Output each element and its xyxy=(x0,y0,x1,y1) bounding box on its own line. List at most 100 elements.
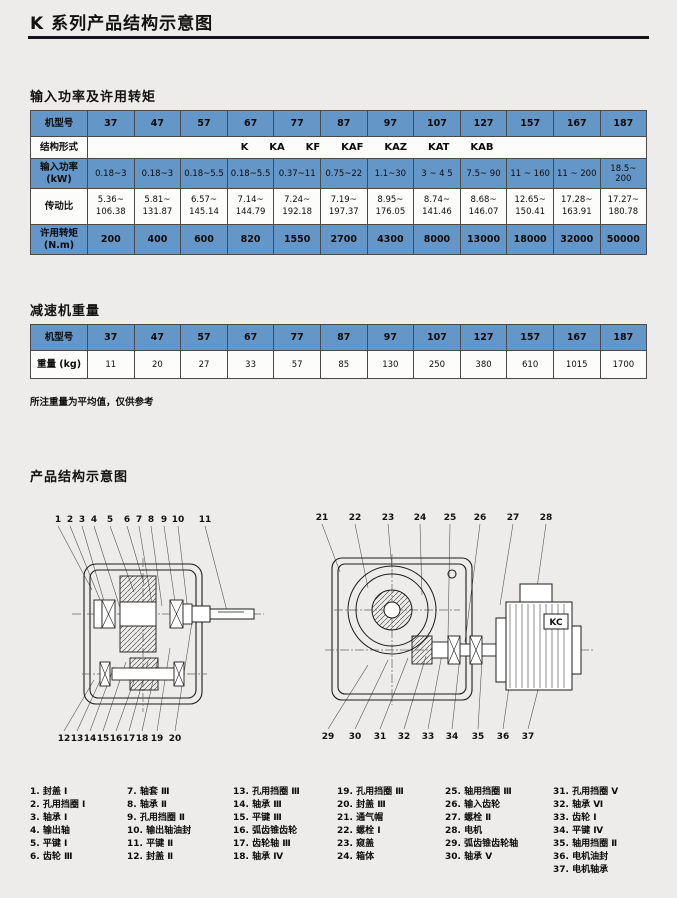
list-item: 16. 弧齿锥齿轮 xyxy=(233,826,298,836)
table-cell: 1015 xyxy=(552,350,601,379)
table-cell: 7.24~ 192.18 xyxy=(273,188,321,225)
gearbox-right-diagram: KC 21 22 23 24 25 26 27 28 29 30 31 32 3… xyxy=(316,513,595,742)
callout-number: 11 xyxy=(199,515,212,525)
table-cell: 33 xyxy=(226,350,275,379)
table-cell: 127 xyxy=(459,324,508,351)
parts-list-column: 25. 轴用挡圈 Ⅲ 26. 输入齿轮 27. 螺栓 Ⅱ 28. 电机 29. … xyxy=(445,786,553,877)
table-cell: 250 xyxy=(413,350,461,379)
table-cell: 0.18~5.5 xyxy=(180,158,228,189)
row-label-weight: 重量 (kg) xyxy=(30,350,88,379)
table-row: 结构形式 K KA KF KAF KAZ KAT KAB xyxy=(30,136,648,159)
table-cell: 157 xyxy=(506,110,554,137)
gearbox-left-diagram: 1 2 3 4 5 6 7 8 9 10 11 12 13 14 15 16 1… xyxy=(55,515,264,744)
title-divider xyxy=(28,36,649,39)
table-cell: 610 xyxy=(506,350,554,379)
list-item: 13. 孔用挡圈 Ⅲ xyxy=(233,787,300,797)
callout-number: 31 xyxy=(374,732,387,742)
list-item: 17. 齿轮轴 Ⅲ xyxy=(233,839,291,849)
table-cell: 157 xyxy=(506,324,554,351)
output-shaft xyxy=(191,605,255,623)
list-item: 37. 电机轴承 xyxy=(553,865,609,875)
callout-number: 28 xyxy=(540,513,553,523)
table-cell: 77 xyxy=(273,110,321,137)
list-item: 5. 平键 Ⅰ xyxy=(30,839,68,849)
callout-number: 4 xyxy=(91,515,97,525)
row-label-power: 输入功率 (kW) xyxy=(30,158,88,189)
callout-numbers-top: 21 22 23 24 25 26 27 28 xyxy=(316,513,553,523)
table-cell: 57 xyxy=(273,350,321,379)
motor: KC xyxy=(495,583,582,691)
table-cell: 127 xyxy=(459,110,508,137)
table-cell: 37 xyxy=(87,324,135,351)
list-item: 6. 齿轮 Ⅲ xyxy=(30,852,73,862)
motor-terminal-box xyxy=(519,583,553,603)
callout-numbers-bottom: 29 30 31 32 33 34 35 36 37 xyxy=(322,732,535,742)
table-cell: 1.1~30 xyxy=(366,158,415,189)
section-heading-structure-diagram: 产品结构示意图 xyxy=(30,470,129,485)
table-cell: 0.75~22 xyxy=(319,158,368,189)
table-cell: 8000 xyxy=(413,224,461,255)
list-item: 34. 平键 Ⅳ xyxy=(553,826,604,836)
callout-number: 17 xyxy=(123,734,136,744)
table-cell: 167 xyxy=(552,110,601,137)
callout-number: 19 xyxy=(151,734,164,744)
power-torque-table: 机型号 37 47 57 67 77 87 97 107 127 157 167… xyxy=(30,110,648,255)
weight-note: 所注重量为平均值，仅供参考 xyxy=(30,397,154,408)
list-item: 12. 封盖 Ⅱ xyxy=(127,852,174,862)
callout-number: 35 xyxy=(472,732,485,742)
list-item: 4. 输出轴 xyxy=(30,826,70,836)
table-cell: 5.36~ 106.38 xyxy=(87,188,135,225)
callout-number: 21 xyxy=(316,513,329,523)
table-cell: 13000 xyxy=(459,224,508,255)
parts-list-column: 1. 封盖 Ⅰ 2. 孔用挡圈 Ⅰ 3. 轴承 Ⅰ 4. 输出轴 5. 平键 Ⅰ… xyxy=(30,786,127,877)
callout-number: 2 xyxy=(67,515,73,525)
table-cell: 107 xyxy=(413,324,461,351)
table-cell: 0.18~3 xyxy=(87,158,135,189)
table-cell: 0.18~3 xyxy=(133,158,182,189)
table-cell: 187 xyxy=(599,110,648,137)
callout-number: 22 xyxy=(349,513,362,523)
table-cell: 187 xyxy=(599,324,648,351)
list-item: 23. 窥盖 xyxy=(337,839,375,849)
section-heading-weight: 减速机重量 xyxy=(30,304,101,319)
table-cell: 47 xyxy=(133,324,182,351)
table-cell: 17.27~ 180.78 xyxy=(599,188,648,225)
table-row: 机型号 37 47 57 67 77 87 97 107 127 157 167… xyxy=(30,110,648,137)
parts-list-column: 19. 孔用挡圈 Ⅲ 20. 封盖 Ⅲ 21. 通气帽 22. 螺栓 Ⅰ 23.… xyxy=(337,786,445,877)
callout-number: 3 xyxy=(79,515,85,525)
table-cell: 7.14~ 144.79 xyxy=(226,188,275,225)
table-row: 许用转矩 (N.m) 200 400 600 820 1550 2700 430… xyxy=(30,224,648,255)
table-cell: 3 ~ 4 5 xyxy=(413,158,461,189)
callout-number: 10 xyxy=(172,515,185,525)
table-cell: 0.37~11 xyxy=(273,158,321,189)
callout-number: 14 xyxy=(84,734,97,744)
callout-number: 34 xyxy=(446,732,459,742)
callout-number: 8 xyxy=(148,515,154,525)
list-item: 25. 轴用挡圈 Ⅲ xyxy=(445,787,512,797)
table-cell: 50000 xyxy=(599,224,648,255)
table-cell: 7.5~ 90 xyxy=(459,158,508,189)
table-cell: 167 xyxy=(552,324,601,351)
table-cell: 6.57~ 145.14 xyxy=(180,188,228,225)
row-label-structure: 结构形式 xyxy=(30,136,88,159)
callout-number: 37 xyxy=(522,732,535,742)
parts-list-column: 7. 轴套 Ⅲ 8. 轴承 Ⅱ 9. 孔用挡圈 Ⅱ 10. 输出轴油封 11. … xyxy=(127,786,233,877)
table-row: 重量 (kg) 11 20 27 33 57 85 130 250 380 61… xyxy=(30,350,648,379)
list-item: 8. 轴承 Ⅱ xyxy=(127,800,167,810)
table-cell: 8.74~ 141.46 xyxy=(413,188,461,225)
list-item: 20. 封盖 Ⅲ xyxy=(337,800,386,810)
section-heading-power-torque: 输入功率及许用转矩 xyxy=(30,90,157,105)
list-item: 28. 电机 xyxy=(445,826,483,836)
table-cell: 600 xyxy=(180,224,228,255)
callout-number: 15 xyxy=(97,734,110,744)
table-cell: 2700 xyxy=(319,224,368,255)
table-cell: 18000 xyxy=(506,224,554,255)
intermediate-gear-stack xyxy=(99,657,185,691)
list-item: 29. 弧齿锥齿轮轴 xyxy=(445,839,519,849)
callout-number: 33 xyxy=(422,732,435,742)
list-item: 33. 齿轮 Ⅰ xyxy=(553,813,597,823)
table-cell: 97 xyxy=(366,324,415,351)
list-item: 32. 轴承 Ⅵ xyxy=(553,800,604,810)
list-item: 2. 孔用挡圈 Ⅰ xyxy=(30,800,86,810)
